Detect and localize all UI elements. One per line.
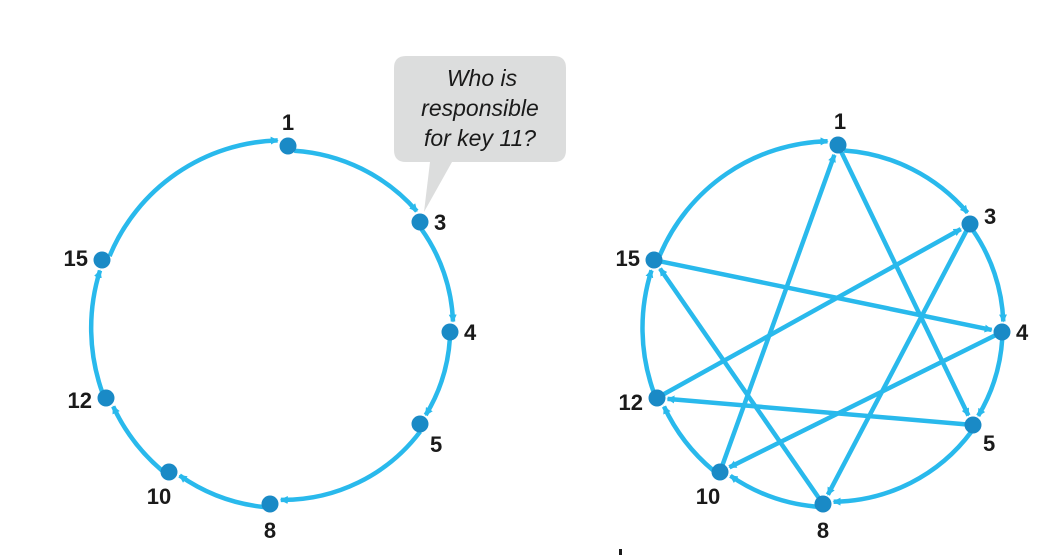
- right-ring-node-12: [648, 389, 666, 407]
- left-ring-edge-3-to-4: [419, 227, 457, 323]
- right-ring-edge-15-to-1: [657, 137, 829, 257]
- left-ring-edge-8-to-10: [178, 473, 264, 510]
- left-ring-node-label-10: 10: [147, 484, 171, 509]
- right-ring-shortcut-3-to-8: [825, 226, 970, 496]
- left-ring-node-3: [411, 213, 429, 231]
- speech-bubble: Who is responsible for key 11?: [394, 56, 566, 212]
- left-ring-edges: [88, 136, 457, 510]
- right-ring-shortcut-edges: [657, 147, 1000, 502]
- left-ring-node-label-3: 3: [434, 210, 446, 235]
- right-ring-shortcut-10-to-1: [719, 153, 837, 469]
- left-ring-node-15: [93, 251, 111, 269]
- right-ring-shortcut-5-to-12: [666, 395, 969, 427]
- right-ring-node-4: [993, 323, 1011, 341]
- left-ring-node-4: [441, 323, 459, 341]
- left-ring-edge-5-to-8: [279, 430, 422, 504]
- right-ring-node-label-5: 5: [983, 431, 995, 456]
- right-ring: 1 3 4 5 8 10 12 15: [616, 109, 1029, 543]
- left-ring-nodes: 1 3 4 5 8 10 12 15: [64, 110, 477, 543]
- right-ring-edges: [640, 137, 1008, 509]
- right-ring-node-8: [814, 495, 832, 513]
- left-ring: 1 3 4 5 8 10 12 15: [64, 110, 477, 543]
- right-ring-shortcut-1-to-5: [837, 147, 971, 417]
- left-ring-edge-10-to-12: [111, 405, 164, 473]
- right-ring-node-5: [964, 416, 982, 434]
- left-ring-node-8: [261, 495, 279, 513]
- left-ring-edge-12-to-15: [88, 269, 105, 394]
- left-ring-edge-4-to-5: [423, 338, 453, 417]
- right-ring-node-label-15: 15: [616, 246, 640, 271]
- right-ring-node-10: [711, 463, 729, 481]
- right-ring-node-label-10: 10: [696, 484, 720, 509]
- right-ring-node-label-8: 8: [817, 518, 829, 543]
- bubble-line-3: for key 11?: [424, 125, 536, 151]
- left-ring-node-12: [97, 389, 115, 407]
- left-ring-node-label-15: 15: [64, 246, 88, 271]
- right-ring-edge-4-to-5: [976, 338, 1005, 418]
- left-ring-node-5: [411, 415, 429, 433]
- right-ring-node-label-1: 1: [834, 109, 846, 134]
- right-ring-node-label-3: 3: [984, 204, 996, 229]
- right-ring-node-3: [961, 215, 979, 233]
- left-ring-edge-15-to-1: [107, 136, 279, 257]
- right-ring-shortcut-12-to-3: [659, 227, 962, 398]
- right-ring-node-15: [645, 251, 663, 269]
- right-ring-shortcut-15-to-4: [657, 258, 993, 333]
- stray-mark: [619, 549, 622, 555]
- left-ring-node-1: [279, 137, 297, 155]
- right-ring-node-label-12: 12: [619, 390, 643, 415]
- right-ring-shortcut-4-to-10: [728, 331, 1000, 470]
- right-ring-edge-1-to-3: [843, 148, 970, 215]
- right-ring-edge-5-to-8: [832, 430, 974, 506]
- bubble-line-2: responsible: [421, 95, 539, 121]
- right-ring-node-1: [829, 136, 847, 154]
- left-ring-edge-1-to-3: [294, 148, 419, 213]
- right-ring-shortcut-8-to-15: [658, 267, 823, 502]
- right-ring-edge-12-to-15: [640, 269, 656, 394]
- speech-bubble-shape: [394, 56, 566, 212]
- left-ring-node-label-8: 8: [264, 518, 276, 543]
- left-ring-node-label-4: 4: [464, 320, 477, 345]
- right-ring-node-label-4: 4: [1016, 320, 1029, 345]
- right-ring-edge-10-to-12: [661, 405, 715, 473]
- left-ring-node-label-12: 12: [68, 388, 92, 413]
- left-ring-node-label-5: 5: [430, 432, 442, 457]
- left-ring-node-10: [160, 463, 178, 481]
- right-ring-nodes: 1 3 4 5 8 10 12 15: [616, 109, 1029, 543]
- right-ring-edge-8-to-10: [729, 473, 817, 509]
- bubble-line-1: Who is: [447, 65, 518, 91]
- right-ring-edge-3-to-4: [970, 228, 1008, 323]
- left-ring-node-label-1: 1: [282, 110, 294, 135]
